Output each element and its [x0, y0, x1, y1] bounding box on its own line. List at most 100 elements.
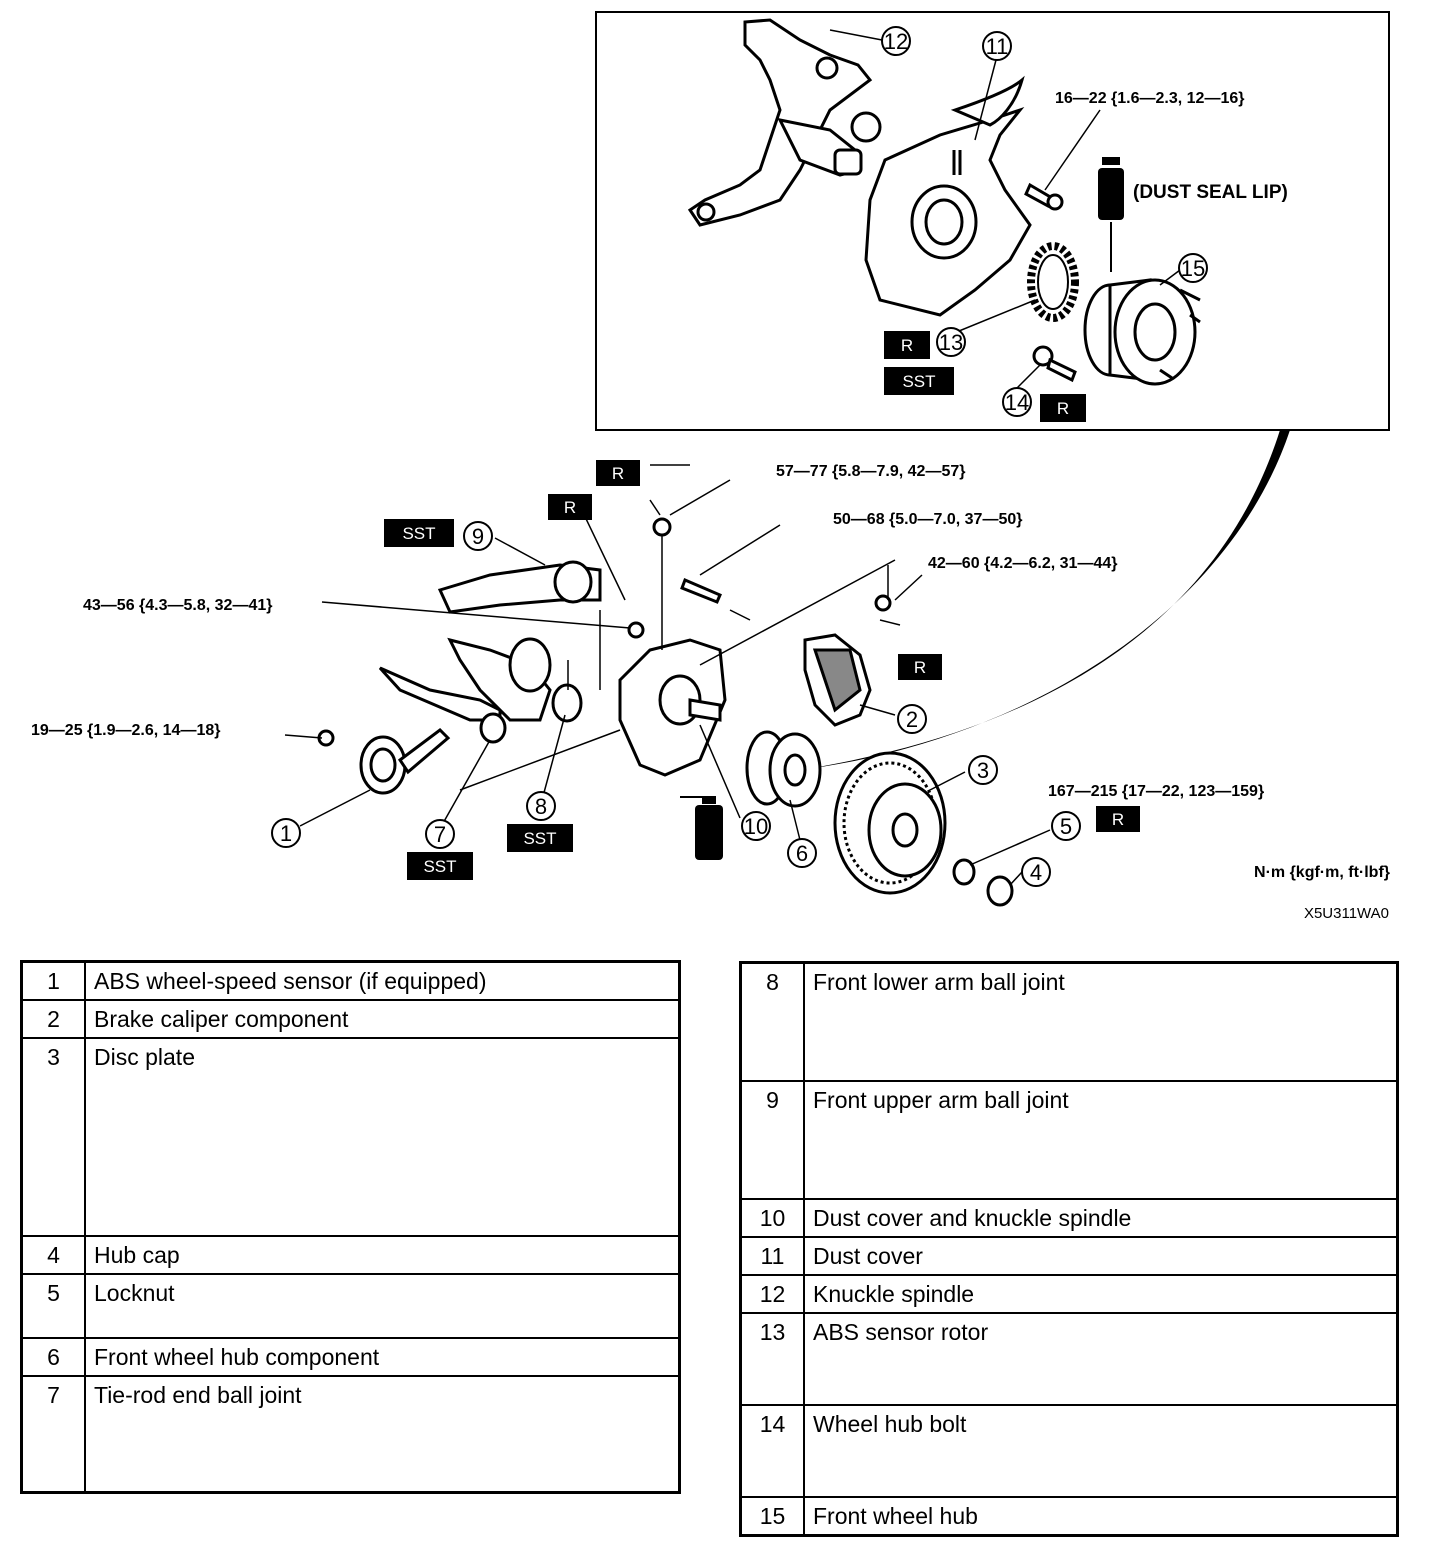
svg-text:5: 5 — [1060, 814, 1072, 839]
torque-label-clamp-bolt: 50—68 {5.0—7.0, 37—50} — [833, 511, 1022, 528]
svg-text:7: 7 — [434, 822, 446, 847]
part-number: 6 — [20, 1337, 86, 1377]
svg-text:2: 2 — [906, 707, 918, 732]
tag-r-cotter: R — [548, 494, 592, 520]
detail-inset-frame — [595, 11, 1390, 431]
callout-15: 15 — [1178, 253, 1208, 283]
suspension-arms-drawing — [378, 560, 602, 744]
callout-2: 2 — [897, 704, 927, 734]
svg-text:R: R — [1112, 810, 1124, 829]
part-name: Front wheel hub component — [84, 1337, 681, 1377]
svg-text:R: R — [914, 658, 926, 677]
locknut-and-cap-drawing — [952, 858, 1014, 907]
svg-text:13: 13 — [939, 330, 963, 355]
part-number: 2 — [20, 999, 86, 1039]
part-name: Front lower arm ball joint — [803, 961, 1399, 1082]
svg-text:R: R — [901, 336, 913, 355]
svg-text:SST: SST — [423, 857, 456, 876]
tag-r-14: R — [1040, 394, 1086, 422]
svg-text:9: 9 — [472, 524, 484, 549]
knuckle-assembly-drawing — [618, 638, 727, 777]
svg-text:SST: SST — [402, 524, 435, 543]
svg-text:R: R — [564, 498, 576, 517]
svg-text:R: R — [612, 464, 624, 483]
tag-sst-13: SST — [884, 367, 954, 395]
part-name: Brake caliper component — [84, 999, 681, 1039]
torque-label-abs-sensor-bolt: 19—25 {1.9—2.6, 14—18} — [31, 722, 220, 739]
part-name: Locknut — [84, 1273, 681, 1339]
tag-r-13: R — [884, 331, 930, 359]
svg-text:12: 12 — [884, 29, 908, 54]
callout-8: 8 — [526, 791, 556, 821]
part-number: 10 — [739, 1197, 805, 1238]
tag-r-locknut: R — [1096, 806, 1140, 832]
torque-label-locknut: 167—215 {17—22, 123—159} — [1048, 783, 1264, 800]
callout-7: 7 — [425, 819, 455, 849]
callout-12: 12 — [881, 26, 911, 56]
wheel-hub-bolt-drawing — [1032, 345, 1077, 383]
svg-text:SST: SST — [902, 372, 935, 391]
callout-13: 13 — [936, 327, 966, 357]
svg-text:4: 4 — [1030, 860, 1042, 885]
detail-connector-sweep — [800, 430, 1290, 770]
callout-10: 10 — [741, 811, 771, 841]
front-wheel-hub-drawing — [1083, 278, 1201, 386]
part-name: Disc plate — [84, 1037, 681, 1237]
grease-can-main — [680, 796, 723, 860]
part-number: 11 — [739, 1235, 805, 1276]
part-number: 13 — [739, 1311, 805, 1406]
exploded-view-diagram: 12 11 15 13 14 9 2 3 1 7 8 10 6 5 4 R SS… — [31, 11, 1390, 922]
abs-sensor-drawing — [317, 728, 451, 795]
caliper-drawing — [803, 633, 872, 727]
svg-text:3: 3 — [977, 758, 989, 783]
torque-label-tie-rod-nut: 42—60 {4.2—6.2, 31—44} — [928, 555, 1117, 572]
part-number: 9 — [739, 1079, 805, 1200]
svg-text:6: 6 — [796, 841, 808, 866]
part-name: Knuckle spindle — [803, 1273, 1399, 1314]
part-name: ABS wheel-speed sensor (if equipped) — [84, 960, 681, 1001]
part-name: Dust cover — [803, 1235, 1399, 1276]
part-name: Wheel hub bolt — [803, 1403, 1399, 1498]
svg-text:11: 11 — [986, 34, 1009, 59]
tag-r-top-nut: R — [596, 460, 640, 486]
part-number: 1 — [20, 960, 86, 1001]
callout-leader-lines — [284, 479, 1051, 886]
part-number: 4 — [20, 1235, 86, 1275]
part-name: Dust cover and knuckle spindle — [803, 1197, 1399, 1238]
torque-label-upper-nut: 57—77 {5.8—7.9, 42—57} — [776, 463, 965, 480]
units-legend: N·m {kgf·m, ft·lbf} — [1254, 864, 1390, 881]
part-name: ABS sensor rotor — [803, 1311, 1399, 1406]
callout-4: 4 — [1021, 857, 1051, 887]
part-number: 3 — [20, 1037, 86, 1237]
dust-cover-drawing — [864, 75, 1032, 317]
svg-text:8: 8 — [535, 794, 547, 819]
tag-sst-9: SST — [384, 519, 454, 547]
callout-5: 5 — [1051, 811, 1081, 841]
callout-1: 1 — [271, 818, 301, 848]
svg-text:SST: SST — [523, 829, 556, 848]
figure-code: X5U311WA0 — [1304, 905, 1389, 922]
part-name: Tie-rod end ball joint — [84, 1375, 681, 1493]
svg-text:15: 15 — [1181, 256, 1205, 281]
callout-3: 3 — [968, 755, 998, 785]
svg-text:R: R — [1057, 399, 1069, 418]
part-name: Hub cap — [84, 1235, 681, 1275]
part-number: 8 — [739, 961, 805, 1082]
callout-9: 9 — [463, 521, 493, 551]
grease-can-inset — [1098, 157, 1124, 272]
